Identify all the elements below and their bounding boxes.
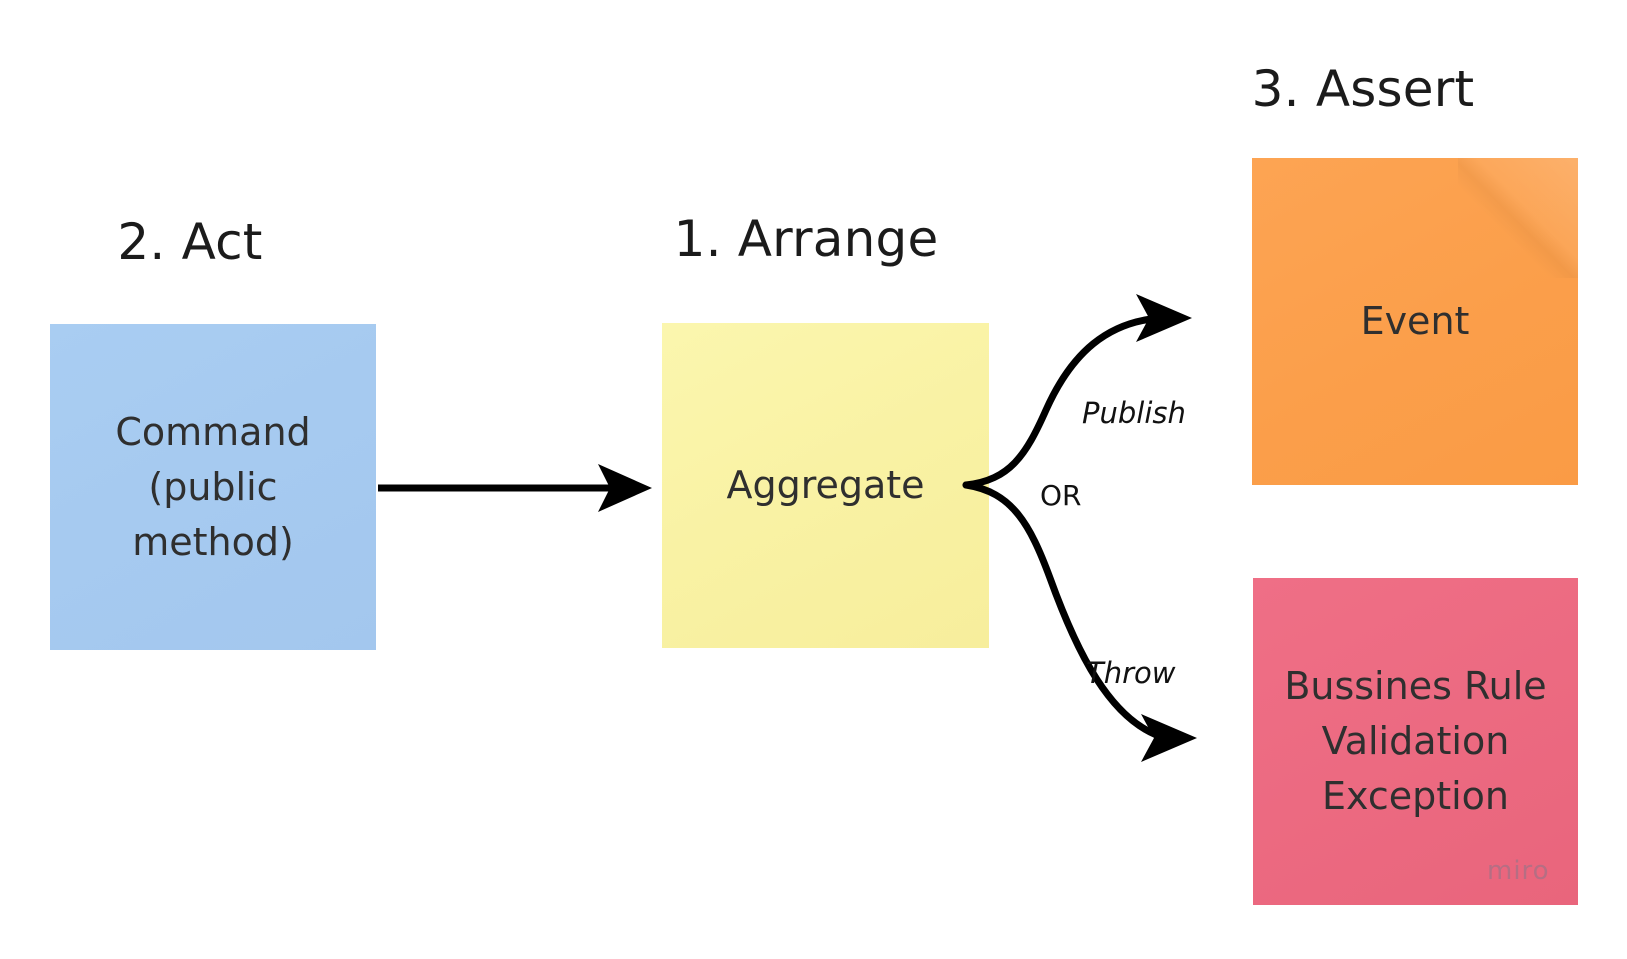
heading-assert: 3. Assert	[1251, 60, 1475, 118]
sticky-note-aggregate-label: Aggregate	[726, 463, 925, 507]
folded-corner-icon	[1458, 158, 1578, 278]
heading-arrange: 1. Arrange	[673, 210, 939, 268]
edge-label-throw: Throw	[1086, 656, 1176, 690]
sticky-note-event[interactable]: Event	[1252, 158, 1578, 485]
sticky-note-event-label: Event	[1360, 299, 1470, 343]
heading-act: 2. Act	[117, 213, 263, 271]
miro-watermark: miro	[1487, 856, 1550, 886]
edge-label-publish: Publish	[1082, 396, 1186, 430]
arrow-branch-publish	[962, 294, 1192, 489]
arrow-command-to-aggregate	[378, 464, 652, 512]
sticky-note-aggregate[interactable]: Aggregate	[662, 323, 989, 648]
arrow-branch-throw	[962, 481, 1197, 762]
edge-label-or: OR	[1040, 479, 1082, 512]
